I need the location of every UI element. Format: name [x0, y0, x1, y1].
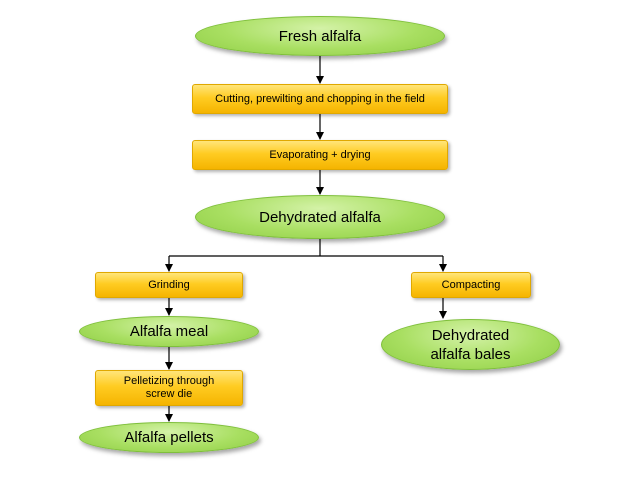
node-dehydrated-alfalfa-bales: Dehydrated alfalfa bales: [381, 319, 560, 370]
node-compacting: Compacting: [411, 272, 531, 298]
node-pelletizing-screw-die: Pelletizing through screw die: [95, 370, 243, 406]
node-alfalfa-meal: Alfalfa meal: [79, 316, 259, 347]
node-fresh-alfalfa: Fresh alfalfa: [195, 16, 445, 56]
node-evaporating-drying: Evaporating + drying: [192, 140, 448, 170]
node-dehydrated-alfalfa: Dehydrated alfalfa: [195, 195, 445, 239]
node-grinding: Grinding: [95, 272, 243, 298]
node-alfalfa-pellets: Alfalfa pellets: [79, 422, 259, 453]
node-cutting-prewilting-chopping: Cutting, prewilting and chopping in the …: [192, 84, 448, 114]
